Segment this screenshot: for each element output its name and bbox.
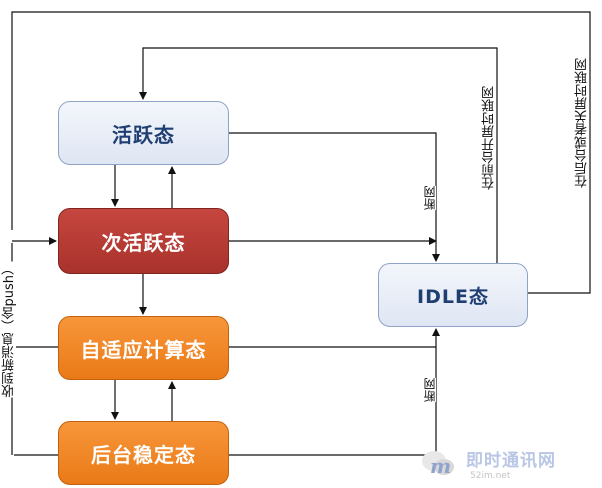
chat-logo-icon: m (422, 451, 454, 478)
label-disconnect-bottom: 断网 (423, 378, 437, 402)
label-front-screen-on: 在前台开屏时联网 (482, 86, 497, 190)
edge-active-disconnect (229, 132, 440, 262)
node-background-stable: 后台稳定态 (58, 421, 229, 485)
watermark-site: 52im.net (470, 470, 511, 481)
svg-text:m: m (430, 454, 451, 478)
watermark-text: 即时通讯网 (466, 450, 556, 471)
label-disconnect-top: 断网 (423, 186, 437, 210)
edge-back-or-screen-off (11, 11, 591, 294)
node-sub-active: 次活跃态 (58, 208, 229, 274)
node-adaptive: 自适应计算态 (58, 316, 229, 380)
node-active: 活跃态 (58, 101, 229, 165)
edge-bg-disconnect (229, 328, 440, 456)
node-idle: IDLE态 (378, 263, 528, 327)
watermark: m 即时通讯网 52im.net (420, 443, 600, 483)
label-receive-message: 收到新消息（含push） (2, 262, 17, 398)
label-back-or-screen-off: 在后台或者关屏时联网 (575, 58, 590, 188)
edge-front-screen-on (139, 47, 498, 263)
